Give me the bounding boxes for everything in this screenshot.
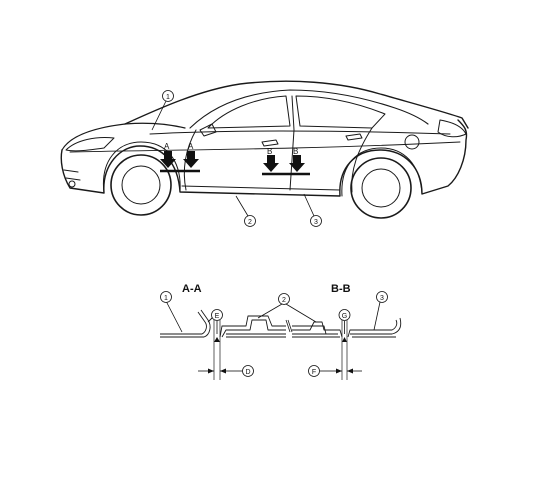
roof-line bbox=[124, 80, 469, 129]
window-line bbox=[189, 89, 429, 129]
dimension-e-label: E bbox=[215, 313, 220, 320]
section-callouts bbox=[160, 291, 388, 377]
car-callouts bbox=[151, 90, 322, 227]
rocker-sill bbox=[181, 185, 341, 191]
front-bumper bbox=[63, 169, 81, 181]
part-3-rear-fender bbox=[347, 319, 398, 338]
section-a-arrow-right bbox=[183, 151, 199, 168]
section-b-arrow-right bbox=[289, 155, 305, 172]
section-aa-title: A-A bbox=[182, 283, 202, 295]
dimension-g-label: G bbox=[342, 313, 347, 320]
front-window bbox=[207, 95, 291, 129]
dimension-d-label: D bbox=[245, 369, 250, 376]
dimension-f-label: F bbox=[312, 369, 316, 376]
callout-1-section: 1 bbox=[164, 295, 168, 302]
section-b-arrow-left bbox=[263, 155, 279, 172]
callout-2-section: 2 bbox=[282, 297, 286, 304]
headlight bbox=[65, 137, 115, 152]
section-b-label-left: B bbox=[267, 147, 272, 156]
part-2-rear-door bbox=[292, 321, 343, 338]
fog-lamp bbox=[68, 180, 76, 188]
character-line bbox=[69, 141, 461, 153]
callout-2-car: 2 bbox=[248, 219, 252, 226]
section-b-label-right: B bbox=[293, 147, 298, 156]
rear-door-handle bbox=[345, 133, 363, 141]
callout-3-car: 3 bbox=[314, 219, 318, 226]
section-a-arrow-left bbox=[160, 151, 176, 168]
car-side-view bbox=[60, 80, 469, 219]
front-wheel bbox=[102, 141, 181, 216]
section-a-label-left: A bbox=[164, 142, 170, 151]
taillight bbox=[437, 119, 467, 138]
center-pillar-line bbox=[289, 95, 295, 191]
callout-1-car: 1 bbox=[166, 94, 170, 101]
dimension-arrows bbox=[198, 368, 362, 374]
rear-window bbox=[295, 95, 386, 129]
section-detail bbox=[160, 309, 402, 380]
callout-3-section: 3 bbox=[380, 295, 384, 302]
rear-wheel bbox=[341, 147, 423, 219]
part-1-fender bbox=[160, 311, 207, 335]
part-2-front-door bbox=[219, 315, 286, 338]
section-bb-title: B-B bbox=[331, 283, 351, 295]
section-indicators bbox=[160, 151, 310, 176]
front-door-handle bbox=[261, 139, 279, 147]
side-mirror bbox=[199, 123, 217, 137]
fuel-lid bbox=[404, 134, 420, 150]
gap-arrows bbox=[214, 337, 347, 342]
belt-line bbox=[149, 130, 451, 135]
section-a-label-right: A bbox=[188, 142, 194, 151]
